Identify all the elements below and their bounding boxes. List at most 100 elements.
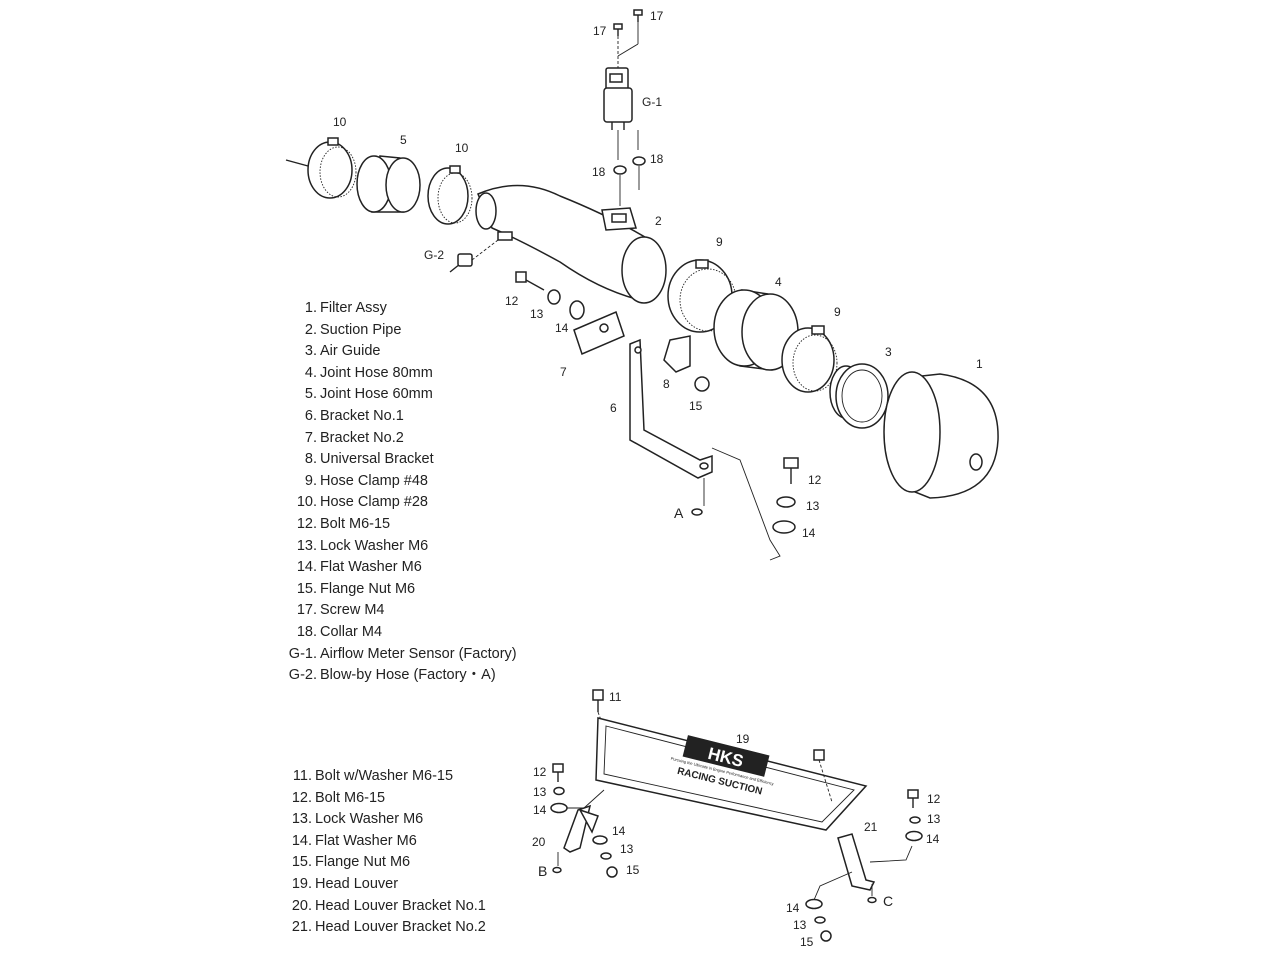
callout-louver-19: 19: [736, 732, 750, 746]
legend-item-number: 4.: [304, 364, 317, 381]
legend-item-number: 18.: [296, 623, 317, 640]
legend-item: 13.Lock Washer M6: [282, 809, 486, 831]
legend-item-number: 15.: [291, 854, 312, 871]
head-louver-bracket-no1: [563, 804, 599, 853]
point-b-marker: [552, 866, 562, 874]
callout-lockwasher-13-b: 13: [806, 499, 820, 513]
callout-flatwasher-14-a: 14: [555, 321, 569, 335]
legend-item: 12.Bolt M6-15: [287, 514, 517, 536]
legend-item: G-1.Airflow Meter Sensor (Factory): [287, 644, 517, 666]
legend-item: 14.Flat Washer M6: [282, 831, 486, 853]
legend-item-number: 15.: [296, 580, 317, 597]
legend-item-number: 21.: [291, 919, 312, 936]
callout-flange-nut-15-d: 15: [626, 863, 640, 877]
head-louver-group: 11 HKS RACING SUCTION Pursuing the Ultim…: [532, 689, 941, 949]
callout-point-c: C: [883, 893, 893, 909]
lock-washer-13-b: [776, 496, 796, 508]
flat-washer-14-a: [569, 300, 585, 320]
legend-item-number: 10.: [296, 494, 317, 511]
legend-item-name: Bolt w/Washer M6-15: [315, 768, 454, 784]
legend-item: 11.Bolt w/Washer M6-15: [282, 766, 486, 788]
legend-item-name: Flat Washer M6: [320, 559, 422, 576]
legend-item-name: Hose Clamp #28: [320, 494, 428, 511]
legend-item-name: Head Louver Bracket No.1: [315, 897, 486, 914]
right-intake-chain: 9 4 9 3 1: [667, 235, 999, 499]
legend-item: 20.Head Louver Bracket No.1: [282, 896, 486, 918]
legend-item-number: 7.: [304, 429, 317, 446]
callout-bolt-11: 11: [609, 690, 622, 704]
legend-item: 5.Joint Hose 60mm: [287, 384, 517, 406]
flat-washer-14-b: [772, 520, 796, 534]
lock-washer-13-a: [547, 289, 561, 305]
legend-item: 1.Filter Assy: [287, 298, 517, 320]
callout-bolt-12-a: 12: [505, 294, 519, 308]
legend-item-number: G-1.: [288, 645, 317, 662]
legend-item-name: Suction Pipe: [320, 321, 402, 338]
callout-blowby: G-2: [424, 248, 444, 262]
legend-item-number: 19.: [291, 875, 312, 892]
callout-lockwasher-13-a: 13: [530, 307, 544, 321]
callout-lockwasher-13-e: 13: [927, 812, 941, 826]
legend-item-name: Bolt M6-15: [315, 789, 386, 806]
left-intake-chain: 10 5 10: [285, 115, 473, 225]
legend-item-name: Blow-by Hose (Factory・A): [320, 667, 496, 684]
legend-item: 13.Lock Washer M6: [287, 536, 517, 558]
callout-airflow-meter: G-1: [642, 95, 662, 109]
flange-nut-15-a: [694, 376, 710, 392]
legend-item-name: Head Louver Bracket No.2: [315, 919, 486, 936]
flat-washer-14-f: [805, 898, 823, 910]
legend-item-name: Lock Washer M6: [315, 811, 424, 828]
legend-item-name: Screw M4: [320, 602, 385, 619]
callout-bracket-6: 6: [610, 401, 617, 415]
legend-item-number: 13.: [296, 537, 317, 554]
callout-flatwasher-14-b: 14: [802, 526, 816, 540]
legend-item-name: Bracket No.2: [320, 429, 404, 446]
bolt-12-a: [515, 271, 545, 291]
legend-item-number: 11.: [292, 768, 312, 784]
hose-clamp-28-left: [307, 137, 357, 199]
legend-item-number: 20.: [291, 897, 312, 914]
callout-bracket-21: 21: [864, 820, 878, 834]
flat-washer-14-d: [592, 835, 608, 845]
legend-item: 15.Flange Nut M6: [282, 852, 486, 874]
legend-item: 2.Suction Pipe: [287, 320, 517, 342]
bracket-hardware-upper: 12 13 14 7 8 15 6 A: [505, 271, 781, 561]
callout-flatwasher-14-d: 14: [612, 824, 626, 838]
joint-hose-80mm: [713, 289, 799, 371]
callout-lockwasher-13-d: 13: [620, 842, 634, 856]
legend-item-number: 9.: [304, 472, 317, 489]
legend-item-number: 12.: [291, 789, 312, 806]
callout-hose-4: 4: [775, 275, 782, 289]
lock-washer-13-c: [553, 786, 565, 796]
bracket-no1: [629, 338, 713, 479]
legend-item: 14.Flat Washer M6: [287, 557, 517, 579]
callout-flatwasher-14-e: 14: [926, 832, 940, 846]
filter-assy: [883, 371, 999, 499]
flange-nut-15-d: [606, 866, 618, 878]
callout-lockwasher-13-c: 13: [533, 785, 547, 799]
callout-point-a: A: [674, 505, 684, 521]
legend-item: 9.Hose Clamp #48: [287, 471, 517, 493]
legend-item-name: Joint Hose 80mm: [320, 364, 433, 381]
legend-item: 12.Bolt M6-15: [282, 788, 486, 810]
suction-pipe: [475, 184, 667, 304]
legend-item-number: 8.: [304, 451, 317, 468]
callout-flatwasher-14-f: 14: [786, 901, 800, 915]
callout-filter: 1: [976, 357, 983, 371]
hose-clamp-48-b: [781, 325, 838, 393]
callout-bolt-12-c: 12: [533, 765, 547, 779]
legend-item-number: G-2.: [288, 667, 317, 684]
callout-screw-17-right: 17: [650, 9, 664, 23]
flange-nut-15-f: [820, 930, 832, 942]
lock-washer-13-f: [814, 916, 826, 924]
legend-item-name: Flange Nut M6: [315, 854, 411, 871]
legend-item-name: Bolt M6-15: [320, 515, 391, 532]
legend-item-number: 17.: [296, 602, 317, 619]
legend-item: 7.Bracket No.2: [287, 428, 517, 450]
universal-bracket: [663, 335, 691, 373]
legend-item-number: 6.: [304, 407, 317, 424]
callout-bolt-12-e: 12: [927, 792, 941, 806]
lock-washer-13-d: [600, 852, 612, 860]
